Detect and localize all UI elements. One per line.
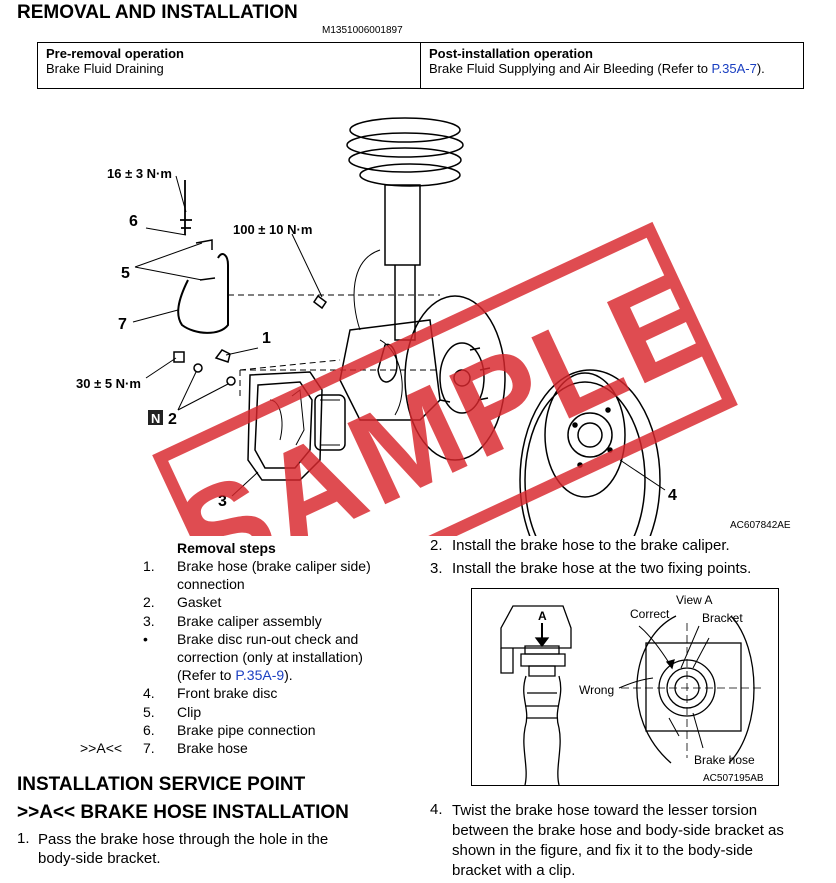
- inset-figure-id: AC507195AB: [703, 773, 764, 784]
- n-badge: [148, 410, 163, 425]
- pre-removal-cell: Pre-removal operation Brake Fluid Draini…: [37, 42, 421, 89]
- post-installation-text: Brake Fluid Supplying and Air Bleeding (…: [429, 61, 795, 76]
- removal-step-text: Gasket: [177, 594, 222, 611]
- removal-step-text: (Refer to P.35A-9).: [177, 667, 293, 684]
- post-installation-cell: Post-installation operation Brake Fluid …: [420, 42, 804, 89]
- install-step-1: Pass the brake hose through the hole in …: [38, 830, 328, 868]
- n-badge-letter: N: [151, 411, 160, 426]
- install-step-1-line: Pass the brake hose through the hole in …: [38, 831, 329, 848]
- pre-removal-text: Brake Fluid Draining: [46, 61, 164, 76]
- wrong-label: Wrong: [579, 683, 614, 697]
- install-step-2: Install the brake hose to the brake cali…: [452, 537, 730, 554]
- removal-step-number: •: [143, 630, 148, 647]
- reference-suffix: ).: [284, 667, 293, 684]
- removal-step-text: Clip: [177, 703, 202, 720]
- brake-hose: [177, 253, 229, 334]
- torque-label-hose-bolt: 30 ± 5 N·m: [76, 376, 141, 391]
- removal-step-number: 7.: [143, 740, 155, 756]
- post-installation-text-prefix: Brake Fluid Supplying and Air Bleeding (…: [429, 61, 712, 76]
- callout-5: 5: [121, 265, 130, 282]
- install-step-3: Install the brake hose at the two fixing…: [452, 560, 752, 577]
- removal-step-number: 4.: [143, 685, 155, 702]
- install-step-4: Twist the brake hose toward the lesser t…: [452, 801, 784, 881]
- brake-hose-label: Brake hose: [694, 753, 755, 767]
- view-a-label: View A: [676, 593, 712, 607]
- removal-step-text: connection: [177, 576, 245, 593]
- callout-1: 1: [262, 330, 271, 347]
- view-a-arrow-label: A: [538, 609, 547, 623]
- brake-hose-side-view: [523, 675, 528, 786]
- service-point-marker: >>A<<: [80, 740, 123, 756]
- callout-7: 7: [118, 316, 127, 333]
- post-installation-heading: Post-installation operation: [429, 46, 593, 61]
- figure-id: AC607842AE: [730, 520, 791, 531]
- bracket-label: Bracket: [702, 611, 743, 625]
- bracket-outline: [645, 642, 742, 732]
- strut-spring: [346, 117, 464, 187]
- removal-step-number: 5.: [143, 703, 155, 720]
- torque-label-brake-pipe: 16 ± 3 N·m: [107, 166, 172, 181]
- removal-step-text: Brake caliper assembly: [177, 612, 322, 629]
- install-step-1-line: body-side bracket.: [38, 850, 161, 867]
- callout-4: 4: [668, 487, 677, 504]
- callout-3: 3: [218, 493, 227, 510]
- removal-step-text: Brake pipe connection: [177, 721, 316, 738]
- install-step-4-line: Twist the brake hose toward the lesser t…: [452, 802, 758, 819]
- post-installation-text-suffix: ).: [756, 61, 765, 76]
- page-title: REMOVAL AND INSTALLATION: [17, 2, 298, 23]
- sample-watermark: SAMPLE: [152, 221, 738, 536]
- install-step-4-line: shown in the figure, and fix it to the b…: [452, 842, 754, 859]
- removal-step-text: Brake hose (brake caliper side): [177, 558, 371, 574]
- install-step-4-number: 4.: [430, 801, 443, 818]
- removal-step-number: 6.: [143, 721, 155, 738]
- pre-removal-heading: Pre-removal operation: [46, 46, 184, 61]
- install-step-4-line: bracket with a clip.: [452, 862, 576, 879]
- removal-step-text: correction (only at installation): [177, 649, 363, 665]
- brake-hose-connection: [214, 349, 231, 363]
- brake-hose-installation-title: >>A<< BRAKE HOSE INSTALLATION: [17, 802, 349, 823]
- installation-section-title: INSTALLATION SERVICE POINT: [17, 774, 306, 795]
- removal-step-number: 2.: [143, 594, 155, 611]
- install-step-1-number: 1.: [17, 830, 30, 847]
- removal-step-number: 1.: [143, 558, 155, 574]
- removal-step-text: Brake hose: [177, 740, 248, 756]
- callout-6: 6: [129, 213, 138, 230]
- body-side-bracket: [500, 605, 572, 649]
- removal-step-number: 3.: [143, 612, 155, 629]
- install-step-4-line: between the brake hose and body-side bra…: [452, 822, 784, 839]
- removal-steps-heading: Removal steps: [177, 540, 276, 556]
- reference-link-35a9[interactable]: P.35A-9: [235, 667, 285, 684]
- correct-label: Correct: [630, 607, 670, 621]
- callout-2: 2: [168, 411, 177, 428]
- hose-orientation-figure: A View A Correct Bracket Wrong Brake hos…: [471, 588, 779, 786]
- install-step-2-number: 2.: [430, 537, 443, 554]
- front-brake-disc: [519, 369, 661, 536]
- removal-step-text: Front brake disc: [177, 685, 278, 702]
- document-id: M1351006001897: [322, 25, 403, 36]
- operations-table: Pre-removal operation Brake Fluid Draini…: [37, 42, 804, 89]
- reference-link-35a7[interactable]: P.35A-7: [711, 61, 757, 76]
- removal-step-text: Brake disc run-out check and: [177, 630, 359, 647]
- install-step-3-number: 3.: [430, 560, 443, 577]
- hub-disc: [404, 295, 506, 461]
- torque-label-caliper-bolt: 100 ± 10 N·m: [233, 222, 312, 237]
- brake-assembly-figure: 16 ± 3 N·m 100 ± 10 N·m 30 ± 5 N·m 6 5 7…: [76, 117, 791, 536]
- strut-body: [384, 184, 421, 266]
